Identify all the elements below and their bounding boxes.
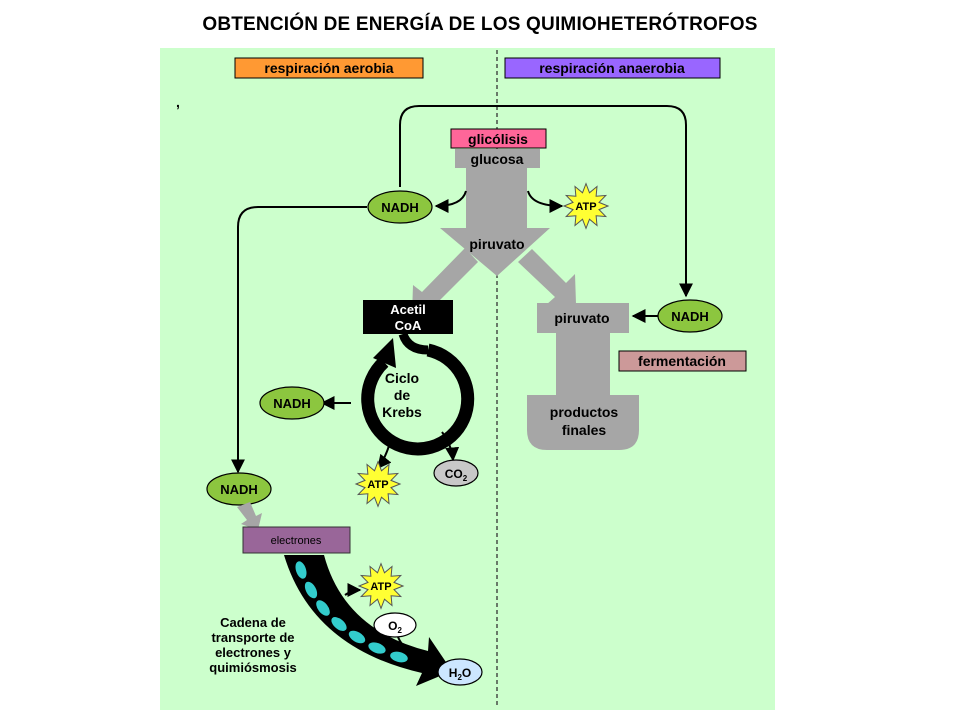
electrons-label: electrones [271, 535, 322, 547]
pyruvate-right-arrow [518, 249, 576, 305]
glycolysis-arrow [440, 168, 550, 276]
atp-label-glycolysis: ATP [575, 201, 596, 213]
etc-dot [304, 581, 318, 599]
nadh-label-anaerobic: NADH [671, 309, 709, 324]
nadh-label-krebs: NADH [273, 396, 311, 411]
etc-caption-line-1: Cadena de [220, 615, 286, 630]
etc-dot [295, 561, 307, 579]
krebs-cycle-ring [361, 343, 475, 456]
anaerobic-tag: respiración anaerobia [539, 60, 685, 76]
anaerobic-pyruvate-box [537, 303, 629, 333]
end-products-bowl [527, 395, 639, 450]
fermentation-stem [556, 333, 610, 395]
co2-oval [433, 459, 479, 487]
acetyl-coa-line-1: Acetil [390, 302, 425, 317]
nadh-to-chain-arrow [231, 206, 367, 474]
o2-label: O2 [388, 619, 402, 635]
h2o-label: H2O [449, 666, 471, 682]
chain-atp-arrow [344, 583, 362, 598]
acetyl-coa-line-2: CoA [395, 318, 422, 333]
nadh-loop-arrow [399, 105, 693, 298]
page-title: OBTENCIÓN DE ENERGÍA DE LOS QUIMIOHETERÓ… [202, 14, 758, 35]
etc-dot [331, 617, 347, 631]
etc-caption-line-4: quimiósmosis [209, 660, 296, 675]
etc-caption-line-2: transporte de [211, 630, 294, 645]
pyruvate-label: piruvato [469, 236, 524, 252]
glucose-label: glucosa [471, 151, 524, 167]
co2-base: CO [445, 467, 463, 481]
end-products-line-1: productos [550, 404, 619, 420]
stray-mark: , [176, 94, 180, 110]
atp-burst-chain [357, 562, 405, 610]
o2-base: O [388, 619, 397, 633]
anaerobic-pyruvate-label: piruvato [554, 310, 609, 326]
glycolysis-nadh-arrow [434, 190, 467, 213]
aerobic-tag-box [234, 57, 424, 79]
etc-dot [348, 630, 366, 644]
co2-sub: 2 [463, 474, 468, 483]
atp-label-krebs: ATP [367, 479, 388, 491]
nadh-oval-krebs [259, 386, 325, 420]
nadh-oval-chain [206, 472, 272, 506]
atp-burst-krebs [354, 460, 402, 508]
krebs-line-3: Krebs [382, 404, 422, 420]
glycolysis-atp-arrow [527, 190, 564, 213]
etc-caption-line-3: electrones y [215, 645, 292, 660]
h2o-sub: 2 [457, 673, 462, 682]
nadh-oval-glycolysis [367, 190, 433, 224]
etc-band [284, 555, 452, 686]
atp-label-chain: ATP [370, 581, 391, 593]
acetyl-coa-feed [398, 332, 429, 355]
nadh-label-chain: NADH [220, 482, 258, 497]
etc-dots [295, 561, 408, 663]
etc-dot [390, 651, 408, 663]
fermentation-tag-box [618, 350, 747, 372]
nadh-label-glycolysis: NADH [381, 200, 419, 215]
glycolysis-label: glicólisis [468, 131, 528, 147]
acetyl-coa-box [363, 300, 453, 334]
krebs-line-2: de [394, 387, 411, 403]
krebs-cycle-arrowhead [373, 338, 396, 368]
atp-burst-glycolysis [562, 182, 610, 230]
electrons-box [242, 526, 351, 554]
glucose-bar [455, 149, 540, 168]
krebs-line-1: Ciclo [385, 370, 419, 386]
co2-label: CO2 [445, 467, 468, 483]
anaerobic-tag-box [504, 57, 721, 79]
h2o-oval [437, 658, 483, 686]
nadh-to-electrons-arrow [237, 502, 262, 530]
o2-oval [373, 612, 417, 638]
etc-dot [368, 642, 386, 654]
end-products-line-2: finales [562, 422, 607, 438]
o2-sub: 2 [397, 626, 402, 635]
glycolysis-tag-box [450, 128, 547, 149]
pyruvate-left-arrow [412, 248, 478, 315]
h2o-h: H [449, 666, 458, 680]
etc-dot [316, 600, 330, 616]
nadh-oval-anaerobic [657, 299, 723, 333]
aerobic-tag: respiración aerobia [264, 60, 393, 76]
fermentation-label: fermentación [638, 353, 726, 369]
h2o-o: O [462, 666, 471, 680]
